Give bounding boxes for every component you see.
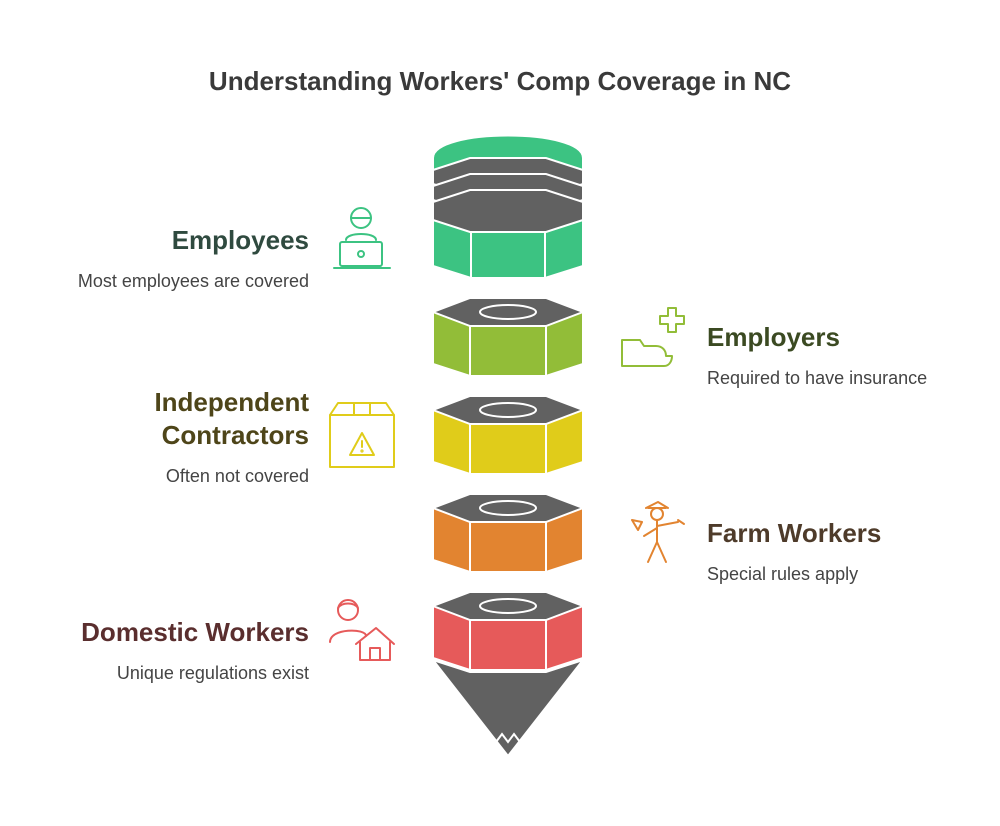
contractors-heading: Independent Contractors (154, 387, 309, 450)
farm-workers-heading: Farm Workers (707, 518, 882, 548)
employers-heading: Employers (707, 322, 840, 352)
employees-heading: Employees (171, 225, 309, 255)
domestic-workers-heading: Domestic Workers (81, 617, 309, 647)
box-warning-icon (329, 402, 395, 468)
label-farm-workers: Farm Workers Special rules apply (707, 517, 881, 585)
diagram-title: Understanding Workers' Comp Coverage in … (208, 66, 792, 96)
label-domestic-workers: Domestic Workers Unique regulations exis… (81, 616, 309, 684)
label-independent-contractors: Independent Contractors Often not covere… (129, 386, 309, 487)
pencil-segment-domestic (430, 591, 586, 671)
worker-at-laptop-icon (333, 207, 391, 269)
hand-with-plus-icon (621, 307, 685, 367)
domestic-workers-description: Unique regulations exist (116, 663, 309, 683)
pencil-top-cap (432, 134, 584, 279)
pencil-segment-employers (430, 297, 586, 377)
label-employers: Employers Required to have insurance (707, 321, 927, 389)
pencil-tip (430, 658, 586, 758)
pencil-segment-contractors (430, 395, 586, 475)
woman-and-house-icon (329, 599, 395, 661)
farm-workers-description: Special rules apply (707, 564, 859, 584)
label-employees: Employees Most employees are covered (78, 224, 309, 292)
contractors-description: Often not covered (165, 466, 309, 486)
employees-description: Most employees are covered (77, 271, 309, 291)
employers-description: Required to have insurance (707, 368, 928, 388)
pencil-segment-farm-workers (430, 493, 586, 573)
farmer-with-hoe-icon (631, 501, 685, 563)
